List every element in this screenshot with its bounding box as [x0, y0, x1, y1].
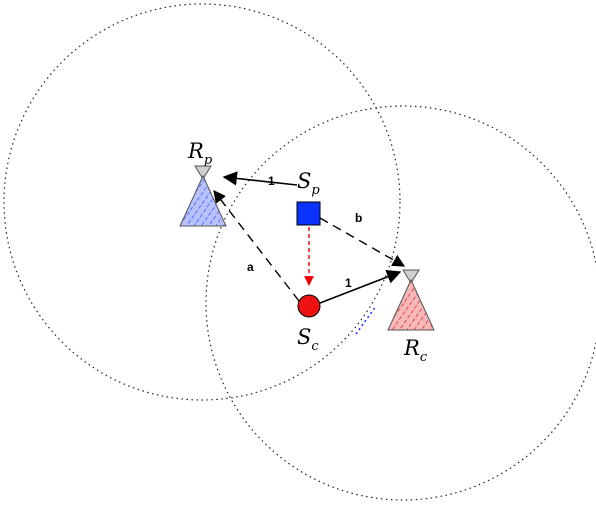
receiver-coverage-cone: [179, 174, 227, 227]
link-sp-to-rc: [319, 217, 406, 267]
cognitive-sender-label: Sc: [297, 325, 319, 354]
link-sp-to-rp: [222, 171, 298, 186]
interference-trace: [355, 305, 377, 335]
receiver-coverage-cone: [387, 278, 435, 331]
cognitive-receiver-node: [387, 269, 435, 331]
primary-sender-label: Sp: [297, 169, 320, 198]
link-sc-to-rc: [319, 269, 402, 304]
cognitive-receiver-label: Rc: [403, 336, 428, 365]
edge-label-sc-rp: a: [247, 260, 254, 274]
edge-label-sp-rc: b: [355, 211, 362, 225]
receiver-antenna-icon: [194, 165, 212, 180]
receiver-antenna-icon: [402, 269, 420, 284]
edge-label-sc-rc: 1: [345, 276, 352, 290]
cognitive-sender-node: [297, 294, 321, 318]
link-sc-to-rp: [213, 190, 300, 302]
primary-sender-node: [296, 201, 321, 226]
primary-receiver-label: Rp: [187, 139, 213, 168]
primary-range-circle: [3, 3, 401, 401]
primary-receiver-node: [179, 165, 227, 227]
edge-label-sp-rp: 1: [268, 174, 275, 188]
